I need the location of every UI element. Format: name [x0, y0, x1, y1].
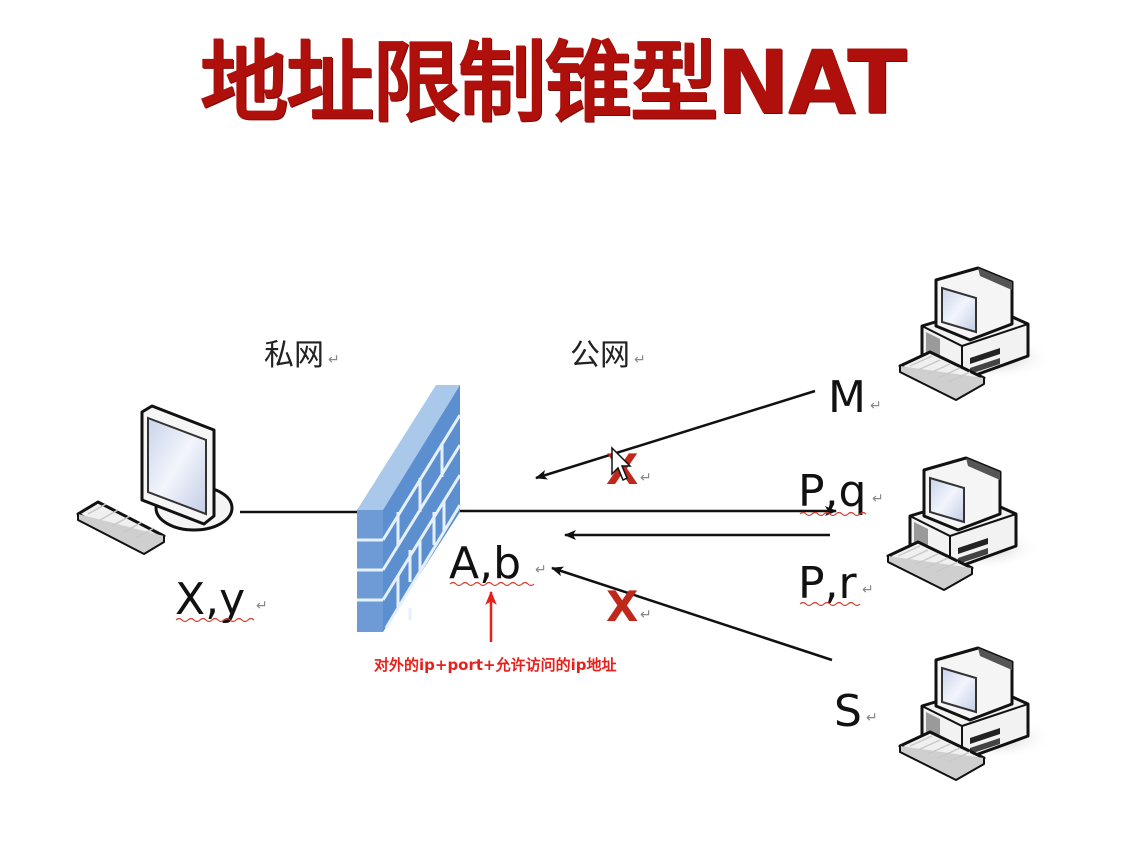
- paragraph-mark-icon: ↵: [640, 470, 652, 486]
- inbound-blocked-arrow-s: [551, 566, 833, 662]
- remote-host-s-label: S: [834, 686, 862, 737]
- spellcheck-underline: [175, 617, 255, 623]
- page-title: 地址限制锥型NAT: [200, 31, 907, 134]
- annotation-note: 对外的ip+port+允许访问的ip地址: [374, 656, 617, 674]
- nat-mapping-label: A,b: [449, 538, 521, 589]
- computer-icon-s: [898, 646, 1056, 782]
- private-network-label: 私网: [264, 338, 324, 373]
- paragraph-mark-icon: ↵: [640, 607, 652, 623]
- public-network-label: 公网: [570, 338, 630, 373]
- mouse-cursor-icon: [611, 446, 632, 482]
- paragraph-mark-icon: ↵: [328, 352, 340, 368]
- computer-icon-m: [898, 266, 1056, 402]
- blocked-mark-s: X: [606, 582, 638, 631]
- spellcheck-underline: [799, 601, 861, 607]
- paragraph-mark-icon: ↵: [866, 710, 878, 726]
- paragraph-mark-icon: ↵: [535, 562, 547, 578]
- spellcheck-underline: [449, 581, 535, 587]
- paragraph-mark-icon: ↵: [862, 582, 874, 598]
- internal-host-label: X,y: [175, 574, 245, 625]
- paragraph-mark-icon: ↵: [634, 352, 646, 368]
- paragraph-mark-icon: ↵: [256, 598, 268, 614]
- inbound-blocked-arrow-m: [535, 389, 816, 480]
- paragraph-mark-icon: ↵: [872, 491, 884, 507]
- firewall-icon: [357, 385, 462, 632]
- remote-host-pr-label: P,r: [798, 558, 858, 609]
- remote-host-m-label: M: [828, 372, 866, 423]
- remote-host-pq-label: P,q: [798, 466, 866, 517]
- spellcheck-underline: [799, 511, 867, 517]
- desktop-computer-icon: [76, 404, 244, 555]
- computer-icon-p: [886, 456, 1044, 592]
- paragraph-mark-icon: ↵: [870, 398, 882, 414]
